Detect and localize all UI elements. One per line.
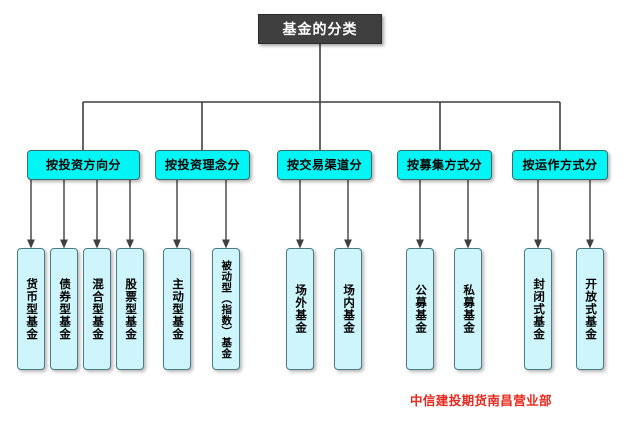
- category-node-fundraising-method[interactable]: 按募集方式分: [397, 150, 492, 180]
- category-label: 按投资方向分: [45, 158, 121, 172]
- leaf-node-money-market-fund[interactable]: 货币型基金: [17, 248, 45, 370]
- leaf-label: 私募基金: [462, 284, 475, 334]
- leaf-label: 公募基金: [414, 284, 427, 334]
- root-node-label: 基金的分类: [282, 21, 358, 37]
- leaf-label: 开放式基金: [584, 277, 597, 341]
- leaf-label: 封闭式基金: [532, 277, 545, 341]
- leaf-node-public-fund[interactable]: 公募基金: [406, 248, 434, 370]
- leaf-node-private-fund[interactable]: 私募基金: [454, 248, 482, 370]
- category-node-trading-channel[interactable]: 按交易渠道分: [277, 150, 372, 180]
- leaf-node-active-fund[interactable]: 主动型基金: [163, 248, 191, 370]
- category-node-operation-method[interactable]: 按运作方式分: [512, 150, 608, 180]
- category-label: 按运作方式分: [522, 158, 598, 172]
- root-node[interactable]: 基金的分类: [258, 14, 382, 44]
- category-label: 按募集方式分: [406, 158, 482, 172]
- category-label: 按交易渠道分: [286, 158, 362, 172]
- leaf-node-exchange-traded-fund[interactable]: 场内基金: [334, 248, 362, 370]
- category-label: 按投资理念分: [164, 158, 240, 172]
- category-node-investment-direction[interactable]: 按投资方向分: [27, 150, 140, 180]
- leaf-node-otc-fund[interactable]: 场外基金: [286, 248, 314, 370]
- leaf-node-equity-fund[interactable]: 股票型基金: [116, 248, 144, 370]
- leaf-label: 场外基金: [294, 284, 307, 334]
- leaf-label: 股票型基金: [124, 277, 137, 341]
- leaf-label: 混合型基金: [91, 277, 104, 341]
- leaf-node-closed-end-fund[interactable]: 封闭式基金: [524, 248, 552, 370]
- leaf-label: 场内基金: [342, 284, 355, 334]
- leaf-label: 债券型基金: [58, 277, 71, 341]
- category-node-investment-philosophy[interactable]: 按投资理念分: [155, 150, 250, 180]
- leaf-node-hybrid-fund[interactable]: 混合型基金: [83, 248, 111, 370]
- leaf-node-passive-index-fund[interactable]: 被动型（指数）基金: [212, 248, 240, 370]
- leaf-label: 货币型基金: [25, 277, 38, 341]
- leaf-node-open-end-fund[interactable]: 开放式基金: [576, 248, 604, 370]
- leaf-label: 主动型基金: [171, 277, 184, 341]
- leaf-label: 被动型（指数）基金: [220, 259, 233, 359]
- footer-watermark: 中信建投期货南昌营业部: [410, 394, 552, 408]
- leaf-node-bond-fund[interactable]: 债券型基金: [50, 248, 78, 370]
